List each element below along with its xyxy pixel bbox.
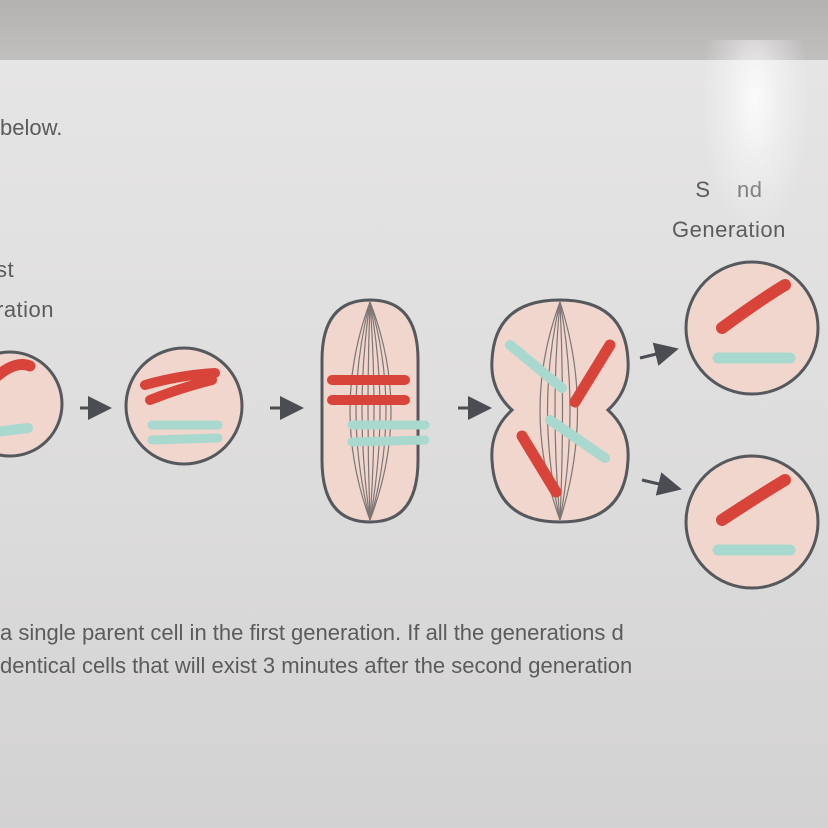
chromosome-teal: [147, 433, 223, 445]
first-generation-label: st ration: [0, 250, 54, 330]
chromosome-teal: [505, 340, 567, 393]
parent-cell: [0, 350, 64, 458]
intro-text: below.: [0, 115, 63, 140]
daughter-cell-top: [684, 260, 820, 396]
daughter-cell-bottom: [684, 454, 820, 590]
first-generation-label-line1: st: [0, 257, 15, 282]
question-line-2: dentical cells that will exist 3 minutes…: [0, 653, 633, 678]
arrow-up-right-icon: [639, 342, 679, 366]
chromosome-red: [716, 279, 791, 334]
first-generation-label-line2: ration: [0, 297, 55, 322]
chromosome-teal: [347, 435, 430, 447]
chromosome-red: [140, 368, 220, 390]
arrow-down-right-icon: [641, 472, 682, 496]
chromosome-teal: [0, 423, 33, 437]
chromosome-red: [0, 359, 36, 381]
chromosome-red: [569, 339, 616, 408]
chromosome-red: [145, 375, 217, 405]
cell-metaphase: [320, 298, 430, 524]
cell-duplicated-chromosomes: [124, 346, 244, 466]
monitor-bezel: [0, 0, 828, 62]
chromosome-teal: [545, 415, 610, 463]
cell-dividing: [490, 298, 630, 524]
question-line-1: a single parent cell in the first genera…: [0, 620, 624, 645]
chromosome-red: [716, 474, 791, 526]
spindle-fibers: [349, 301, 392, 521]
chromosome-red: [516, 430, 562, 498]
